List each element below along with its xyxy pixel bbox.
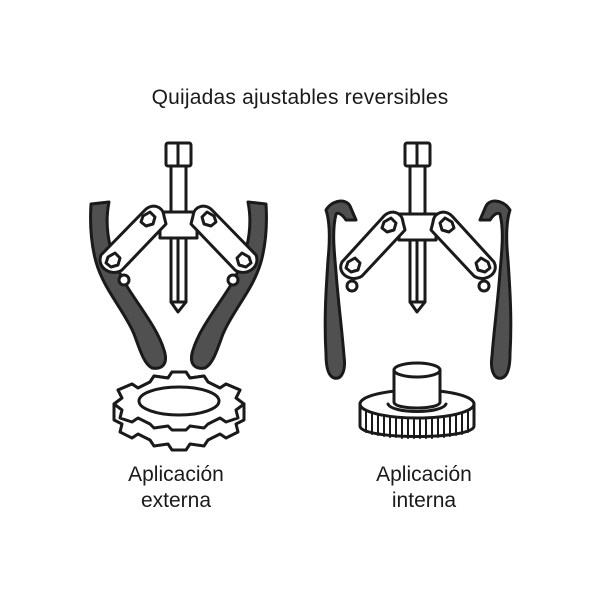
caption-internal-line1: Aplicación bbox=[376, 463, 472, 486]
puller-internal bbox=[323, 141, 513, 439]
caption-external-line1: Aplicación bbox=[128, 463, 224, 486]
caption-external: Aplicación externa bbox=[76, 462, 276, 514]
bearing-part bbox=[358, 361, 476, 439]
puller-external bbox=[89, 141, 268, 452]
sprocket-gear bbox=[112, 370, 246, 452]
left-jaw-arm-reversed bbox=[323, 199, 358, 380]
caption-internal: Aplicación interna bbox=[324, 462, 524, 514]
diagram-title: Quijadas ajustables reversibles bbox=[151, 86, 449, 109]
left-arm-hole bbox=[117, 273, 131, 287]
right-jaw-arm-reversed bbox=[478, 199, 513, 380]
caption-internal-line2: interna bbox=[391, 489, 457, 512]
right-arm-hole bbox=[226, 273, 240, 287]
caption-external-line2: externa bbox=[140, 489, 212, 512]
